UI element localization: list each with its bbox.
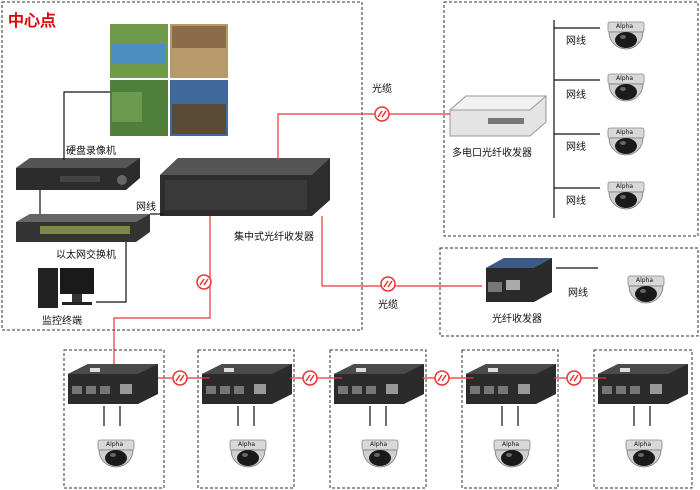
mini-transceiver-4 xyxy=(466,364,556,404)
center-point-region xyxy=(1,1,363,331)
camera-brand: Alpha xyxy=(616,75,633,82)
switch-label: 以太网交换机 xyxy=(56,248,116,261)
camera-brand: Alpha xyxy=(502,441,519,448)
central-transceiver-label: 集中式光纤收发器 xyxy=(234,230,314,243)
cable-label-top-4: 网线 xyxy=(566,194,586,207)
camera-brand: Alpha xyxy=(636,277,653,284)
monitoring-terminal xyxy=(38,268,94,308)
camera-brand: Alpha xyxy=(106,441,123,448)
fiber-symbol xyxy=(302,370,318,386)
cable-label-mid: 网线 xyxy=(568,286,588,299)
multi-port-transceiver xyxy=(448,95,548,137)
cable-label-top-2: 网线 xyxy=(566,88,586,101)
fiber-symbol xyxy=(434,370,450,386)
site-fiber-transceiver-region xyxy=(439,247,699,337)
site-multi-port-region xyxy=(443,1,699,237)
center-point-title: 中心点 xyxy=(8,11,56,30)
center-cable-label: 网线 xyxy=(136,200,156,213)
camera-brand: Alpha xyxy=(616,183,633,190)
fiber-transceiver xyxy=(486,258,552,302)
mini-transceiver-1 xyxy=(68,364,158,404)
mini-transceiver-3 xyxy=(334,364,424,404)
mini-transceiver-2 xyxy=(202,364,292,404)
camera-brand: Alpha xyxy=(370,441,387,448)
ethernet-switch xyxy=(16,214,150,242)
fiber-symbol xyxy=(380,276,396,292)
mini-transceiver-5 xyxy=(598,364,688,404)
bottom-node-4-region xyxy=(461,349,559,489)
fiber-label-mid: 光缆 xyxy=(378,298,398,311)
video-monitor xyxy=(110,24,228,136)
fiber-label-top: 光缆 xyxy=(372,82,392,95)
dvr-device xyxy=(16,158,140,190)
bottom-node-1-region xyxy=(63,349,165,489)
central-fiber-transceiver xyxy=(160,158,330,216)
terminal-label: 监控终端 xyxy=(42,314,82,327)
cable-label-top-1: 网线 xyxy=(566,34,586,47)
bottom-node-5-region xyxy=(593,349,693,489)
fiber-symbol xyxy=(566,370,582,386)
dvr-label: 硬盘录像机 xyxy=(66,144,116,157)
bottom-node-3-region xyxy=(329,349,427,489)
camera-brand: Alpha xyxy=(238,441,255,448)
multi-port-transceiver-label: 多电口光纤收发器 xyxy=(452,146,532,159)
cable-label-top-3: 网线 xyxy=(566,140,586,153)
camera-brand: Alpha xyxy=(616,23,633,30)
bottom-node-2-region xyxy=(197,349,295,489)
fiber-symbol xyxy=(196,274,212,290)
fiber-symbol xyxy=(374,106,390,122)
camera-brand: Alpha xyxy=(616,129,633,136)
camera-brand: Alpha xyxy=(634,441,651,448)
fiber-transceiver-label: 光纤收发器 xyxy=(492,312,542,325)
fiber-symbol xyxy=(172,370,188,386)
